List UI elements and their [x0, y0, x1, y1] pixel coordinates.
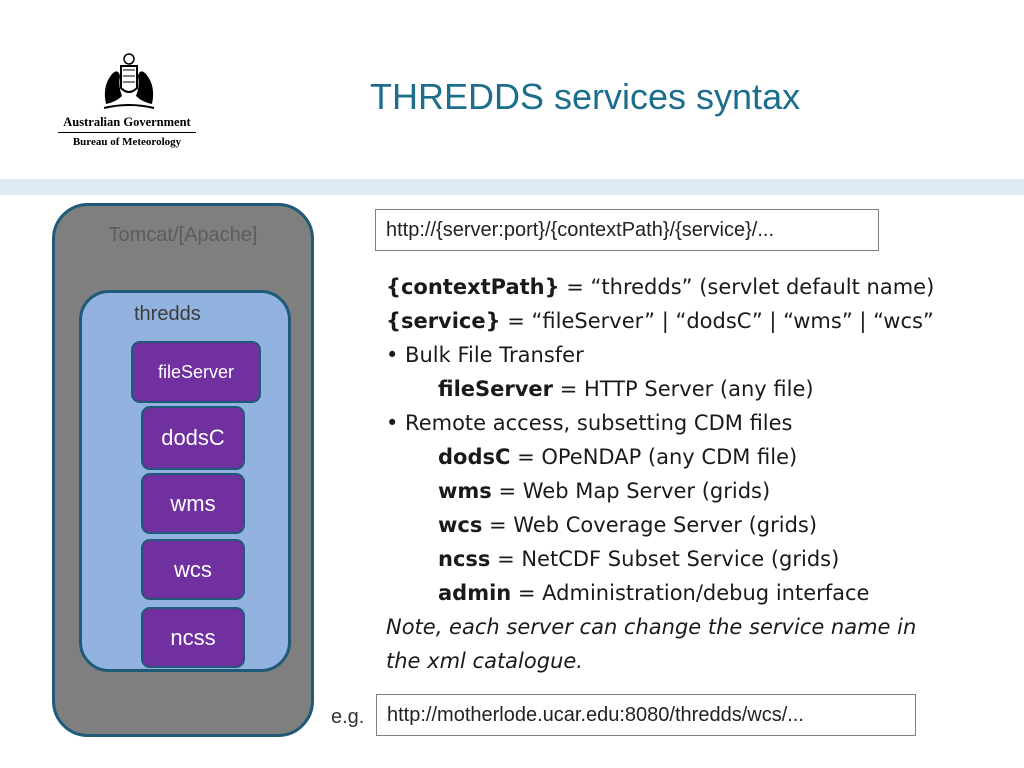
line-key: ncss [438, 547, 491, 571]
line-text: = Administration/debug interface [511, 581, 870, 605]
note-line-1: Note, each server can change the service… [386, 615, 917, 639]
bullet-bulk-transfer: • Bulk File Transfer [386, 343, 584, 367]
line-key: dodsC [438, 445, 511, 469]
ncss-line: ncss = NetCDF Subset Service (grids) [386, 542, 1006, 576]
line-key: wms [438, 479, 492, 503]
line-text: = “thredds” (servlet default name) [559, 275, 935, 299]
dodsc-line: dodsC = OPeNDAP (any CDM file) [386, 440, 1006, 474]
admin-line: admin = Administration/debug interface [386, 576, 1006, 610]
context-path-line: {contextPath} = “thredds” (servlet defau… [386, 270, 1006, 304]
bureau-name: Bureau of Meteorology [72, 136, 182, 148]
line-key: admin [438, 581, 512, 605]
note-line-2: the xml catalogue. [386, 649, 583, 673]
line-text: = Web Map Server (grids) [491, 479, 771, 503]
url-template-box: http://{server:port}/{contextPath}/{serv… [375, 209, 879, 251]
wcs-line: wcs = Web Coverage Server (grids) [386, 508, 1006, 542]
service-fileserver-box: fileServer [131, 341, 261, 403]
service-wms-box: wms [141, 473, 245, 534]
tomcat-container: Tomcat/[Apache] thredds fileServer dodsC… [52, 203, 314, 737]
line-text: = “fileServer” | “dodsC” | “wms” | “wcs” [500, 309, 934, 333]
bullet-remote-access: • Remote access, subsetting CDM files [386, 411, 793, 435]
logo-divider [58, 132, 196, 133]
service-wcs-box: wcs [141, 539, 245, 600]
government-logo: Australian Government Bureau of Meteorol… [54, 52, 200, 152]
coat-of-arms-icon [103, 53, 155, 109]
line-text: = HTTP Server (any file) [553, 377, 814, 401]
line-text: = NetCDF Subset Service (grids) [490, 547, 840, 571]
service-dodsc-box: dodsC [141, 406, 245, 470]
thredds-label: thredds [134, 303, 201, 325]
service-ncss-box: ncss [141, 607, 245, 668]
slide-title: THREDDS services syntax [370, 76, 801, 117]
tomcat-label: Tomcat/[Apache] [108, 224, 258, 246]
government-name: Australian Government [63, 115, 191, 129]
line-key: wcs [438, 513, 483, 537]
example-url-box: http://motherlode.ucar.edu:8080/thredds/… [376, 694, 916, 736]
wms-line: wms = Web Map Server (grids) [386, 474, 1006, 508]
fileserver-line: fileServer = HTTP Server (any file) [386, 372, 1006, 406]
example-prefix: e.g. [331, 706, 365, 728]
line-key: {contextPath} [386, 275, 560, 299]
service-line: {service} = “fileServer” | “dodsC” | “wm… [386, 304, 1006, 338]
line-key: fileServer [438, 377, 554, 401]
thredds-container: thredds fileServer dodsC wms wcs ncss [79, 290, 291, 672]
line-text: = OPeNDAP (any CDM file) [510, 445, 798, 469]
header-band [0, 179, 1024, 195]
line-key: {service} [386, 309, 501, 333]
service-description: {contextPath} = “thredds” (servlet defau… [386, 270, 1006, 678]
line-text: = Web Coverage Server (grids) [482, 513, 818, 537]
